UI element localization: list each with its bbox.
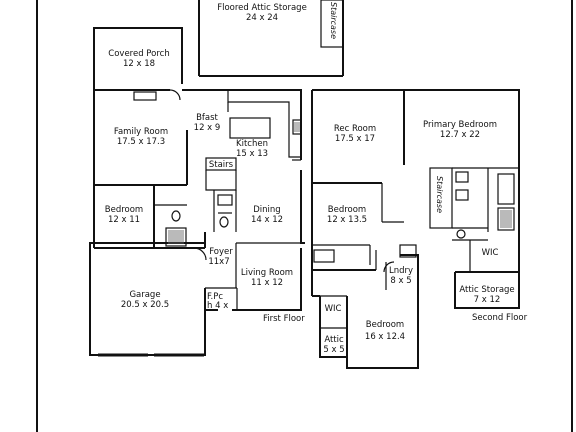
attic-storage-area [198, 0, 344, 77]
room-name-bedroom-1: Bedroom [105, 205, 143, 215]
room-dims-foyer: 11x7 [208, 257, 229, 267]
room-dims-dining: 14 x 12 [251, 215, 283, 225]
room-dims-family-room: 17.5 x 17.3 [117, 137, 165, 147]
room-dims-primary-bedroom: 12.7 x 22 [440, 130, 480, 140]
room-name-family-room: Family Room [114, 127, 168, 137]
room-name-attic-storage-top: Floored Attic Storage [217, 3, 307, 13]
room-dims-covered-porch: 12 x 18 [123, 59, 155, 69]
room-dims-bedroom-3: 16 x 12.4 [365, 332, 405, 342]
room-dims-garage: 20.5 x 20.5 [121, 300, 169, 310]
room-name-wic-2: WIC [325, 304, 342, 314]
room-dims-attic-storage-top: 24 x 24 [246, 13, 278, 23]
first-floor-fixtures [168, 122, 300, 244]
room-dims-bedroom-1: 12 x 11 [108, 215, 140, 225]
room-name-rec-room: Rec Room [334, 124, 376, 134]
floor-label-first: First Floor [263, 314, 305, 324]
room-dims-attic-storage-2: 7 x 12 [474, 295, 501, 305]
room-name-garage: Garage [129, 290, 160, 300]
room-dims-living-room: 11 x 12 [251, 278, 283, 288]
room-name-bfast: Bfast [196, 113, 218, 123]
room-name-attic-small: Attic [324, 335, 344, 345]
room-name-wic-1: WIC [482, 248, 499, 258]
floor-label-second: Second Floor [472, 313, 528, 323]
second-floor-walls [311, 89, 520, 369]
room-name-lndry: Lndry [389, 266, 413, 276]
first-floor-interior [94, 89, 302, 357]
room-dims-kitchen: 15 x 13 [236, 149, 268, 159]
room-dims-rec-room: 17.5 x 17 [335, 134, 375, 144]
room-dims-bfast: 12 x 9 [194, 123, 221, 133]
second-floor-interior [312, 167, 519, 329]
second-floor-fixtures [500, 210, 512, 228]
room-dims-fpc: h 4 x [207, 301, 228, 311]
room-dims-bedroom-2: 12 x 13.5 [327, 215, 367, 225]
room-name-dining: Dining [253, 205, 280, 215]
room-dims-attic-small: 5 x 5 [323, 345, 344, 355]
room-name-attic-storage-2: Attic Storage [459, 285, 514, 295]
room-name-bedroom-2: Bedroom [328, 205, 366, 215]
page-frame [36, 0, 573, 432]
room-name-covered-porch: Covered Porch [108, 49, 169, 59]
room-name-living-room: Living Room [241, 268, 293, 278]
room-name-kitchen: Kitchen [236, 139, 268, 149]
room-name-fpc: F.Pc [207, 292, 223, 302]
room-name-primary-bedroom: Primary Bedroom [423, 120, 497, 130]
room-name-bedroom-3: Bedroom [366, 320, 404, 330]
stair-label-second: Staircase [435, 176, 444, 213]
room-name-stairs: Stairs [209, 160, 234, 170]
room-name-foyer: Foyer [209, 247, 233, 257]
room-dims-lndry: 8 x 5 [390, 276, 411, 286]
stair-label-top: Staircase [329, 2, 338, 39]
